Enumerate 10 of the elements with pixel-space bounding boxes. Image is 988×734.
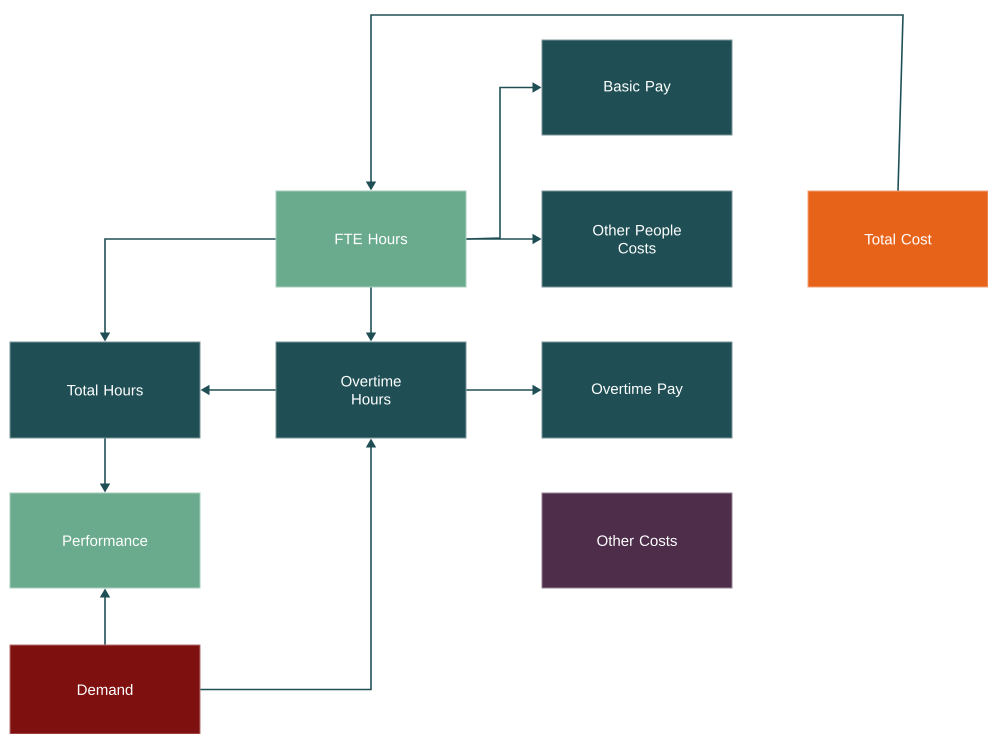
process-box: Basic Pay	[542, 40, 732, 136]
process-box: Total Cost	[808, 190, 988, 288]
process-box: Total Hours	[10, 342, 200, 438]
process-box: Overtime Hours	[276, 342, 466, 438]
process-box: FTE Hours	[276, 190, 466, 288]
process-box: Demand	[10, 644, 200, 734]
process-box: Other Costs	[542, 492, 732, 588]
process-box: Overtime Pay	[542, 342, 732, 438]
process-box: Other People Costs	[542, 190, 732, 288]
process-box: Performance	[10, 492, 200, 588]
